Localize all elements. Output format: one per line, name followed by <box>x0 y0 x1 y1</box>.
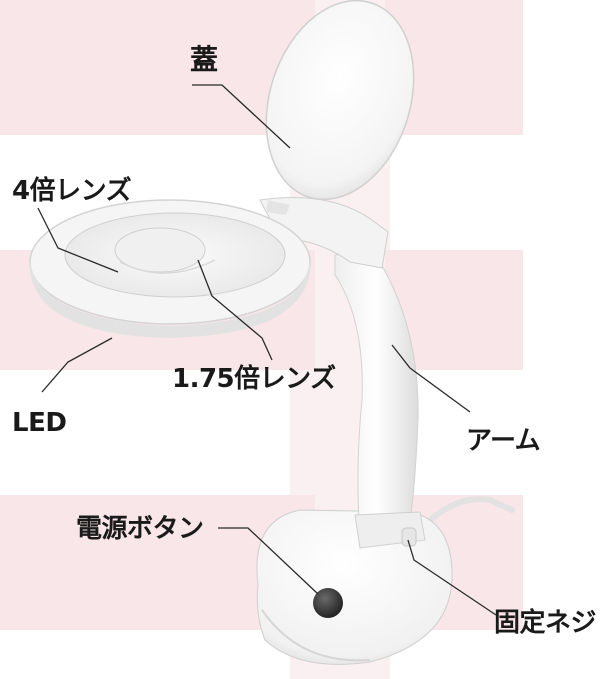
fixing-screw-leader-line <box>407 539 497 616</box>
lid-leader-line <box>192 84 291 149</box>
power-button-label: 電源ボタン <box>76 514 204 544</box>
lens-4x-label: 4倍レンズ <box>12 176 132 206</box>
lens-4x-leader-line <box>37 207 119 273</box>
led-leader-line <box>41 337 113 393</box>
lamp-lid <box>265 0 415 215</box>
lamp-base <box>256 509 453 665</box>
lens-ring <box>29 199 311 338</box>
fixing-screw <box>401 527 417 547</box>
power-button <box>313 588 343 618</box>
leader-lines <box>37 84 497 616</box>
led-label: LED <box>12 408 67 438</box>
lens-4x <box>114 227 206 273</box>
fixing-screw-label: 固定ネジ <box>494 608 597 638</box>
lid-label: 蓋 <box>190 43 218 76</box>
head-bracket <box>259 197 389 269</box>
arm-leader-line <box>391 344 471 413</box>
power-cord <box>422 496 515 528</box>
lens-175x-label: 1.75倍レンズ <box>172 364 336 394</box>
power-button-leader-line <box>218 527 319 595</box>
lens-175x-leader-line <box>197 259 273 361</box>
arm-label: アーム <box>466 426 541 456</box>
